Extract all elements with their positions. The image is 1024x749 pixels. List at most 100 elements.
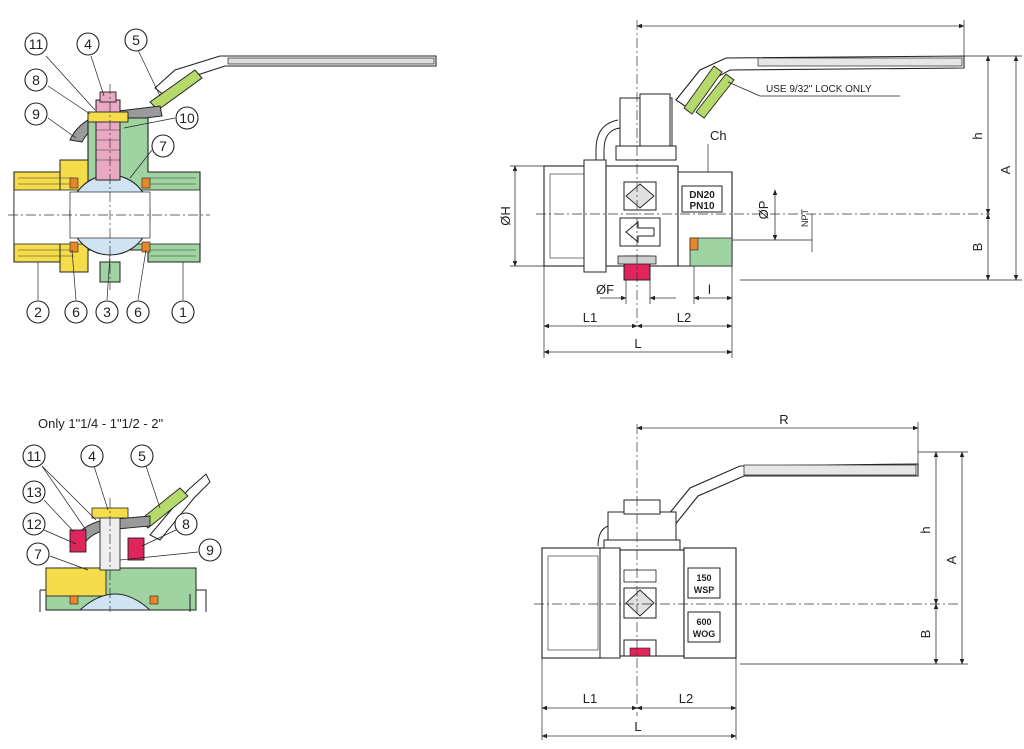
detail-balloon-13: 13 xyxy=(22,480,46,504)
svg-text:7: 7 xyxy=(159,138,167,154)
balloon-5: 5 xyxy=(124,28,148,52)
side-l2-label: L2 xyxy=(679,691,693,706)
svg-text:4: 4 xyxy=(88,448,96,464)
side-b-label: B xyxy=(918,630,933,639)
front-h-label: h xyxy=(970,132,985,139)
detail-balloon-9: 9 xyxy=(198,538,222,562)
section-balloons: 11 4 5 8 9 10 7 2 6 3 6 1 xyxy=(24,28,199,324)
balloon-8: 8 xyxy=(24,68,48,92)
side-handle-grip xyxy=(743,464,917,476)
balloon-3: 3 xyxy=(95,300,119,324)
detail-seat-left xyxy=(69,595,79,605)
detail-balloon-8: 8 xyxy=(174,512,198,536)
detail-body-yellow xyxy=(45,567,107,597)
svg-text:8: 8 xyxy=(182,516,190,532)
side-stem-nut xyxy=(623,499,661,515)
detail-ball xyxy=(78,593,152,611)
balloon-11: 11 xyxy=(24,32,48,56)
handle-grip xyxy=(227,57,435,65)
front-dn-label: DN20 xyxy=(689,190,715,201)
front-l-label: L xyxy=(634,336,641,351)
side-l1-label: L1 xyxy=(583,691,597,706)
svg-text:4: 4 xyxy=(84,36,92,52)
left-thread xyxy=(18,177,74,257)
right-thread xyxy=(150,177,196,257)
detail-balloons: 11 4 5 13 12 8 7 9 xyxy=(22,444,222,571)
svg-text:10: 10 xyxy=(179,110,195,126)
stem-nut xyxy=(87,111,129,123)
side-wsp-top: 150 xyxy=(696,573,711,583)
side-h-label: h xyxy=(918,526,933,533)
front-collar xyxy=(583,159,607,273)
detail-flange xyxy=(39,589,207,612)
front-npt-label: NPT xyxy=(800,208,810,227)
balloon-4: 4 xyxy=(76,32,100,56)
svg-text:2: 2 xyxy=(34,304,42,320)
svg-text:9: 9 xyxy=(32,106,40,122)
front-pn-label: PN10 xyxy=(689,201,714,212)
svg-text:1: 1 xyxy=(179,304,187,320)
svg-text:5: 5 xyxy=(132,32,140,48)
side-l-label: L xyxy=(634,719,641,734)
balloon-9: 9 xyxy=(24,102,48,126)
front-stem-cap xyxy=(639,93,671,147)
balloon-10: 10 xyxy=(175,106,199,130)
balloon-6-right: 6 xyxy=(126,300,150,324)
side-bottom-boss-red xyxy=(629,647,651,657)
svg-text:13: 13 xyxy=(26,484,42,500)
front-lock-note: USE 9/32" LOCK ONLY xyxy=(766,84,872,95)
lever-arm xyxy=(69,105,163,143)
front-l2-label: L2 xyxy=(677,310,691,325)
svg-text:6: 6 xyxy=(134,304,142,320)
detail-caption: Only 1"1/4 - 1"1/2 - 2" xyxy=(38,416,164,431)
front-flow-arrow xyxy=(625,220,655,244)
detail-gland-pink-left xyxy=(69,529,87,553)
svg-text:6: 6 xyxy=(72,304,80,320)
side-wog-bot: WOG xyxy=(693,629,716,639)
front-dn-plate xyxy=(681,185,723,213)
front-handle-sleeve-b xyxy=(695,73,735,119)
side-body-left-inner xyxy=(547,555,599,651)
side-top-slot xyxy=(623,569,657,583)
seat-right-top xyxy=(141,177,151,189)
side-a-label: A xyxy=(944,555,959,564)
svg-text:7: 7 xyxy=(34,546,42,562)
front-of-label: ØF xyxy=(596,282,614,297)
side-handle xyxy=(663,463,919,527)
front-l-small-label: l xyxy=(708,282,711,297)
front-handle-sleeve-a xyxy=(683,65,723,115)
front-view: DN20 PN10 xyxy=(536,20,990,326)
side-wsp-bot: WSP xyxy=(694,585,715,595)
detail-balloon-4: 4 xyxy=(80,444,104,468)
stem-nut-top xyxy=(99,91,117,103)
balloon-6-left: 6 xyxy=(64,300,88,324)
detail-balloon-7: 7 xyxy=(26,542,50,566)
balloon-7: 7 xyxy=(151,134,175,158)
svg-text:8: 8 xyxy=(32,72,40,88)
seat-left-bottom xyxy=(69,241,79,253)
front-op-label: ØP xyxy=(756,201,771,220)
balloon-2: 2 xyxy=(26,300,50,324)
side-wsp-plate xyxy=(687,567,721,599)
side-dimensions: R h B A L1 L2 L xyxy=(541,412,968,740)
side-logo-diamond xyxy=(625,589,655,617)
balloon-1: 1 xyxy=(171,300,195,324)
front-a-label: A xyxy=(998,165,1013,174)
front-neck xyxy=(615,145,677,161)
stem-rings xyxy=(96,129,120,161)
front-b-label: B xyxy=(970,243,985,252)
front-seat-orange xyxy=(689,237,699,251)
detail-balloon-11: 11 xyxy=(22,444,46,468)
side-stem-block xyxy=(607,511,677,541)
front-oh-label: ØH xyxy=(498,206,513,226)
svg-text:11: 11 xyxy=(27,448,42,464)
side-stop-hook xyxy=(597,525,609,547)
detail-seat-right xyxy=(149,595,159,605)
side-view: 150 WSP 600 WOG xyxy=(534,424,960,716)
front-dimensions: USE 9/32" LOCK ONLY Ch ØH ØP NPT h B A Ø… xyxy=(498,20,1022,358)
detail-balloon-5: 5 xyxy=(130,444,154,468)
seat-left-top xyxy=(69,177,79,189)
detail-balloon-12: 12 xyxy=(22,512,46,536)
